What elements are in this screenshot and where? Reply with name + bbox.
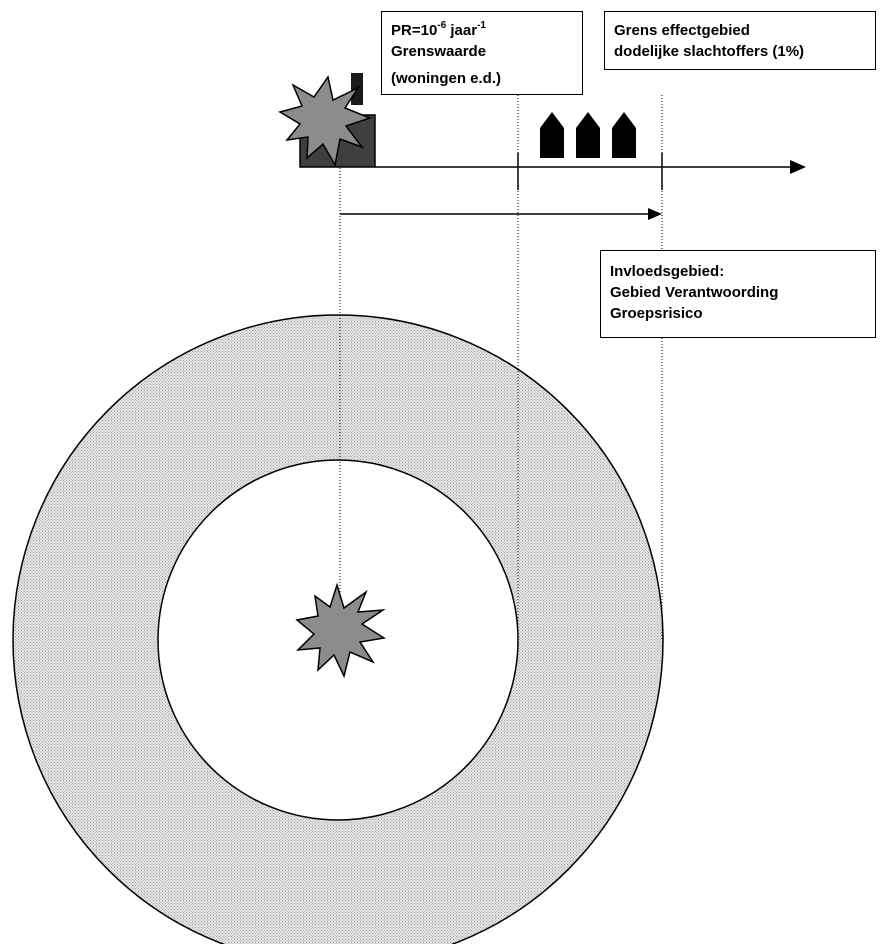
pr-limit-line1: PR=10-6 jaar-1 (391, 20, 582, 41)
pr-exponent: -6 (437, 20, 447, 31)
effect-boundary-line2: dodelijke slachtoffers (1%) (614, 43, 805, 60)
influence-area-line2: Gebied Verantwoording (610, 284, 779, 301)
pr-limit-line2: Grenswaarde (391, 43, 487, 60)
pr-unit-exponent: -1 (477, 20, 486, 31)
effect-boundary-line1: Grens effectgebied (614, 22, 750, 39)
pr-limit-label: PR=10-6 jaar-1 Grenswaarde (woningen e.d… (381, 11, 583, 95)
house-icon (540, 112, 636, 158)
effect-boundary-label: Grens effectgebied dodelijke slachtoffer… (604, 11, 876, 70)
pr-value-text: PR=10 (391, 22, 438, 39)
influence-area-line3: Groepsrisico (610, 305, 703, 322)
pr-limit-line3: (woningen e.d.) (391, 70, 501, 87)
influence-area-label: Invloedsgebied: Gebied Verantwoording Gr… (600, 250, 876, 338)
influence-area-line1: Invloedsgebied: (610, 263, 725, 280)
explosion-icon (295, 582, 387, 679)
distance-axis-arrowhead (790, 160, 806, 174)
influence-distance-arrowhead (648, 208, 662, 220)
pr-unit-text: jaar (446, 22, 478, 39)
explosion-icon (278, 75, 373, 168)
